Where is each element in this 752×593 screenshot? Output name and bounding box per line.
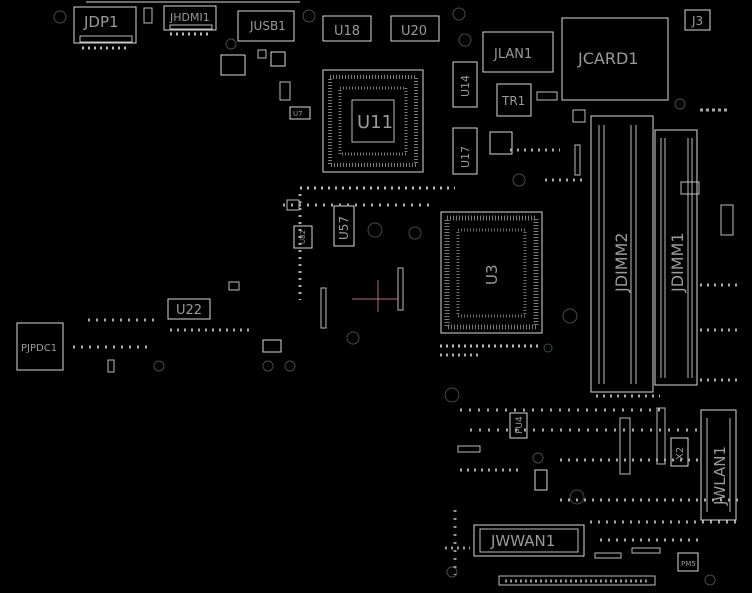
component-pjpdc1: PJPDC1 — [16, 322, 64, 371]
label-pu4: PU4 — [515, 416, 525, 434]
component-pm5: PM5 — [677, 552, 699, 572]
label-pjpdc1: PJPDC1 — [21, 343, 57, 354]
label-u17: U17 — [459, 146, 472, 168]
label-jwwan1: JWWAN1 — [490, 532, 555, 550]
marker-crosshair — [352, 280, 398, 312]
pad-rows — [73, 32, 740, 583]
component-u22: U22 — [167, 298, 211, 320]
label-jdimm2: JDIMM2 — [612, 232, 631, 293]
label-j3: J3 — [691, 14, 703, 28]
component-u3: U3 — [440, 211, 543, 334]
label-u3: U3 — [483, 264, 501, 285]
component-jwwan1: JWWAN1 — [473, 524, 585, 557]
label-u57: U57 — [337, 216, 351, 240]
label-jhdmi1: JHDMI1 — [169, 11, 210, 24]
component-jdp1: JDP1 — [73, 6, 137, 44]
label-jdp1: JDP1 — [83, 13, 119, 31]
label-jusb1: JUSB1 — [249, 19, 286, 33]
component-u18: U18 — [322, 15, 372, 42]
label-u14: U14 — [459, 75, 472, 97]
component-tr1: TR1 — [496, 83, 532, 117]
component-pu4: PU4 — [509, 412, 528, 439]
component-jcard1: JCARD1 — [561, 17, 669, 101]
component-u17: U17 — [452, 127, 478, 175]
component-jhdmi1: JHDMI1 — [163, 5, 217, 31]
component-jusb1: JUSB1 — [237, 10, 295, 42]
component-u7: U7 — [289, 106, 311, 120]
component-jwlan1: JWLAN1 — [700, 409, 737, 521]
label-pm5: PM5 — [681, 560, 696, 568]
label-u22: U22 — [176, 303, 202, 318]
label-u11: U11 — [357, 112, 393, 133]
component-jdimm2: JDIMM2 — [590, 115, 654, 393]
component-u20: U20 — [390, 15, 440, 42]
label-x2: X2 — [675, 447, 686, 460]
component-u11: U11 — [322, 69, 424, 173]
component-u57: U57 — [333, 205, 355, 247]
label-jcard1: JCARD1 — [577, 49, 638, 68]
label-u18: U18 — [334, 24, 360, 39]
label-u20: U20 — [401, 24, 427, 39]
label-u7: U7 — [293, 110, 303, 118]
component-jlan1: JLAN1 — [482, 31, 554, 73]
component-u82: U82 — [293, 225, 313, 249]
component-x2: X2 — [670, 437, 689, 467]
mounting-holes — [53, 7, 716, 586]
label-tr1: TR1 — [501, 94, 525, 108]
component-j3: J3 — [684, 9, 711, 31]
bottom-connector — [498, 575, 656, 586]
label-u82: U82 — [299, 230, 307, 244]
component-u14: U14 — [452, 61, 478, 108]
label-jwlan1: JWLAN1 — [711, 446, 729, 506]
small-components — [107, 7, 734, 559]
component-jdimm1: JDIMM1 — [654, 129, 698, 386]
label-jdimm1: JDIMM1 — [668, 232, 687, 293]
label-jlan1: JLAN1 — [493, 47, 532, 62]
